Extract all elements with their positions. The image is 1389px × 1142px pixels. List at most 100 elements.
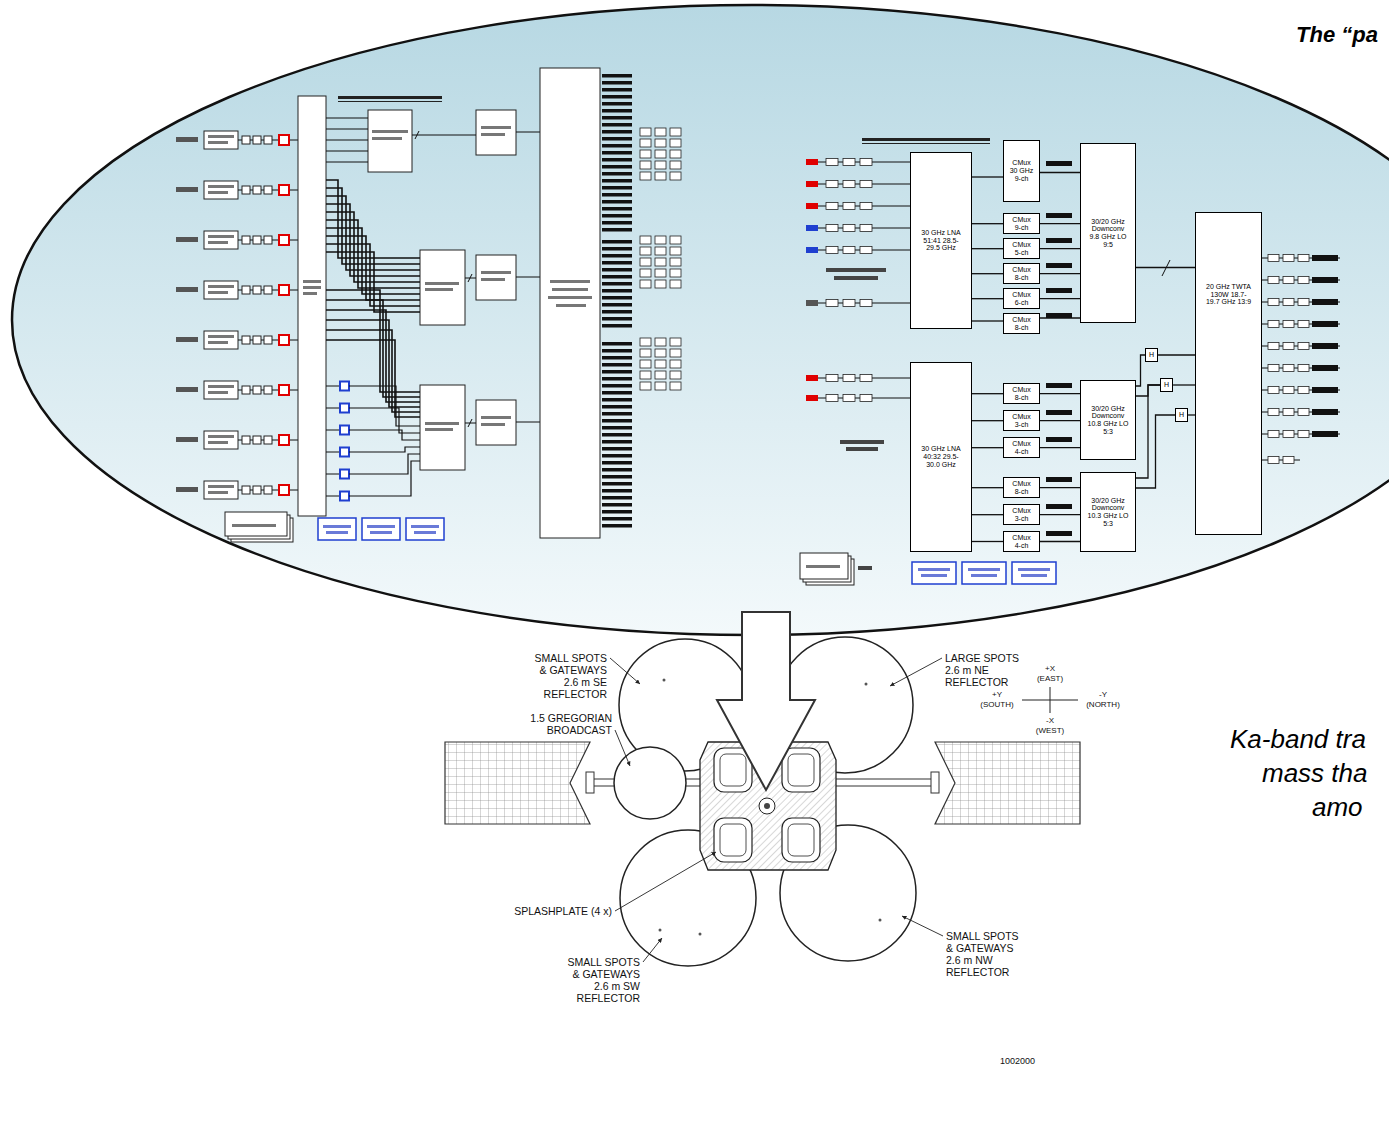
output-port (640, 247, 651, 255)
signal-line (1040, 172, 1080, 173)
leader-line (610, 658, 640, 684)
compass-label: +Y (SOUTH) (977, 690, 1017, 709)
filter-symbol (242, 136, 250, 144)
cmux-box: CMux 9-ch (1003, 213, 1040, 234)
output-line (602, 102, 632, 106)
cmux-box: CMux 30 GHz 9-ch (1003, 140, 1040, 202)
filter-symbol (860, 181, 872, 188)
illegible-text (303, 280, 321, 283)
filter-symbol (826, 247, 838, 254)
filter-symbol (242, 386, 250, 394)
drawing-number: 1002000 (1000, 1056, 1035, 1067)
wire (326, 162, 368, 163)
leader-line (643, 938, 662, 962)
wire (326, 129, 368, 130)
downconverter-box: 30/20 GHz Downconv 10.8 GHz LO 5:3 (1080, 380, 1136, 460)
compass-label: +X (EAST) (1030, 664, 1070, 683)
output-port (640, 280, 651, 288)
switch-symbol (279, 235, 289, 245)
filter-symbol (264, 486, 272, 494)
wire (326, 196, 420, 270)
illegible-text (208, 485, 234, 488)
input-box (204, 381, 238, 399)
filter-symbol (264, 386, 272, 394)
illegible-text (414, 531, 436, 534)
filter-symbol (253, 236, 261, 244)
gregorian-reflector (614, 747, 686, 819)
output-port (655, 128, 666, 136)
output-line (602, 384, 632, 388)
filter-symbol (1283, 299, 1294, 306)
output-line (602, 370, 632, 374)
filter-symbol (826, 181, 838, 188)
wire (326, 220, 420, 288)
lna-box: 30 GHz LNA 40:32 29.5-30.0 GHz (910, 362, 972, 552)
part-label: SPLASHPLATE (4 x) (514, 905, 612, 917)
switch-symbol (279, 185, 289, 195)
filter-symbol (860, 247, 872, 254)
filter-symbol (253, 186, 261, 194)
wire (412, 135, 476, 136)
illegible-text (323, 525, 351, 528)
splashplate (764, 803, 770, 809)
reflector-dot (663, 679, 666, 682)
input-box (204, 181, 238, 199)
leader-line (902, 916, 943, 936)
beam-tag (1046, 410, 1072, 415)
filter-symbol (826, 203, 838, 210)
signal-line (972, 487, 1003, 488)
output-line (602, 391, 632, 395)
illegible-text (425, 288, 453, 291)
filter-symbol (264, 186, 272, 194)
switch-symbol (279, 285, 289, 295)
compass-line (1022, 700, 1078, 701)
output-line (602, 109, 632, 113)
filter-symbol (1268, 277, 1279, 284)
illegible-text (208, 491, 228, 494)
signal-line (972, 298, 1003, 299)
node-text: CMux 4-ch (1009, 534, 1034, 549)
hybrid-box: H (1175, 408, 1188, 422)
illegible-text (425, 422, 459, 425)
output-port (640, 360, 651, 368)
filter-symbol (1298, 255, 1309, 262)
illegible-text (826, 268, 886, 272)
output-port (640, 371, 651, 379)
filter-symbol (253, 336, 261, 344)
output-port (670, 258, 681, 266)
wire (516, 422, 540, 423)
cmux-box: CMux 8-ch (1003, 477, 1040, 498)
filter-symbol (1268, 255, 1279, 262)
beam-tag (1046, 313, 1072, 318)
filter-symbol (264, 236, 272, 244)
beam-tag (1312, 299, 1338, 305)
wire (516, 277, 540, 278)
leader-line (615, 852, 716, 911)
filter-symbol (253, 136, 261, 144)
output-line (602, 74, 632, 78)
wire (326, 212, 420, 282)
filter-symbol (826, 225, 838, 232)
illegible-text (208, 185, 234, 188)
illegible-text (326, 531, 348, 534)
switch-symbol (340, 404, 349, 413)
oscillator-box (362, 518, 400, 540)
illegible-text (372, 130, 408, 133)
beam-tag (1046, 213, 1072, 218)
filter-symbol (1283, 409, 1294, 416)
output-port (655, 161, 666, 169)
node-text: CMux 4-ch (1009, 440, 1034, 455)
switch-symbol (279, 485, 289, 495)
wire (349, 408, 420, 433)
filter-symbol (860, 225, 872, 232)
illegible-text (176, 237, 198, 242)
output-line (602, 179, 632, 183)
illegible-text (176, 487, 198, 492)
output-line (602, 151, 632, 155)
beam-tag (1046, 437, 1072, 442)
beam-tag (806, 395, 818, 401)
illegible-text (208, 435, 234, 438)
output-line (602, 289, 632, 293)
output-port (670, 382, 681, 390)
